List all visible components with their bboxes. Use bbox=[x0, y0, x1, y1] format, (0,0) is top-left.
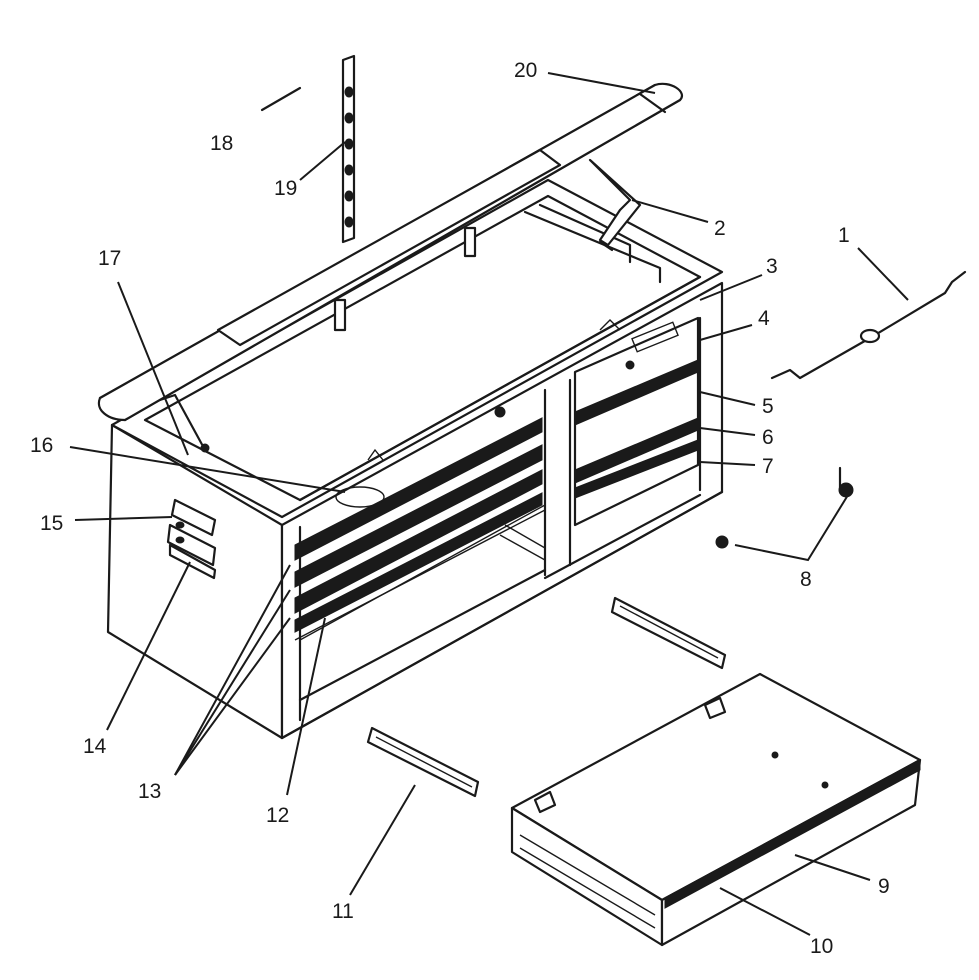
right-drawer-pull-2 bbox=[574, 417, 699, 484]
callout-1: 1 bbox=[838, 224, 850, 247]
callout-16: 16 bbox=[30, 434, 53, 457]
callout-4: 4 bbox=[758, 307, 770, 330]
lid-underside bbox=[216, 148, 562, 347]
callout-8: 8 bbox=[800, 568, 812, 591]
lock-parts bbox=[715, 466, 854, 549]
drawer-pull-3 bbox=[294, 469, 543, 614]
callout-20: 20 bbox=[514, 59, 537, 82]
drawer-rail bbox=[664, 759, 921, 909]
lid-stay-right bbox=[588, 158, 642, 247]
drawer-pull-2 bbox=[294, 444, 543, 588]
callout-14: 14 bbox=[83, 735, 107, 758]
callout-11: 11 bbox=[332, 900, 354, 923]
callout-12: 12 bbox=[266, 804, 289, 827]
side-handle bbox=[166, 498, 217, 580]
hinge-pin bbox=[260, 86, 302, 112]
lid bbox=[97, 82, 683, 508]
loose-drawer bbox=[510, 672, 922, 947]
drawer-slide-upper bbox=[610, 596, 727, 670]
lock-rod bbox=[770, 270, 967, 380]
label-plate bbox=[631, 321, 679, 353]
drawer-pull-4 bbox=[294, 492, 543, 633]
drawer-pull-1 bbox=[294, 417, 543, 561]
lock-icon bbox=[494, 406, 506, 418]
nameplate-oval bbox=[335, 486, 385, 508]
callout-labels: 1 2 3 4 5 6 7 8 9 10 11 12 13 14 15 16 1… bbox=[30, 59, 890, 958]
left-drawer-bank bbox=[294, 406, 546, 641]
right-drawer-pull-1 bbox=[574, 359, 699, 426]
callout-9: 9 bbox=[878, 875, 890, 898]
right-drawer-bank bbox=[573, 316, 700, 527]
callout-2: 2 bbox=[714, 217, 726, 240]
leader-lines bbox=[69, 72, 909, 936]
callout-5: 5 bbox=[762, 395, 774, 418]
drawer-slide-lower bbox=[366, 726, 480, 798]
callout-7: 7 bbox=[762, 455, 774, 478]
callout-13: 13 bbox=[138, 780, 161, 803]
callout-19: 19 bbox=[274, 177, 297, 200]
callout-18: 18 bbox=[210, 132, 233, 155]
callout-15: 15 bbox=[40, 512, 63, 535]
callout-6: 6 bbox=[762, 426, 774, 449]
callout-3: 3 bbox=[766, 255, 778, 278]
hinge bbox=[333, 298, 347, 332]
callout-17: 17 bbox=[98, 247, 121, 270]
callout-10: 10 bbox=[810, 935, 833, 958]
hinge bbox=[463, 226, 477, 258]
hinge-strip bbox=[341, 54, 356, 244]
right-drawer-pull-3 bbox=[574, 439, 699, 499]
